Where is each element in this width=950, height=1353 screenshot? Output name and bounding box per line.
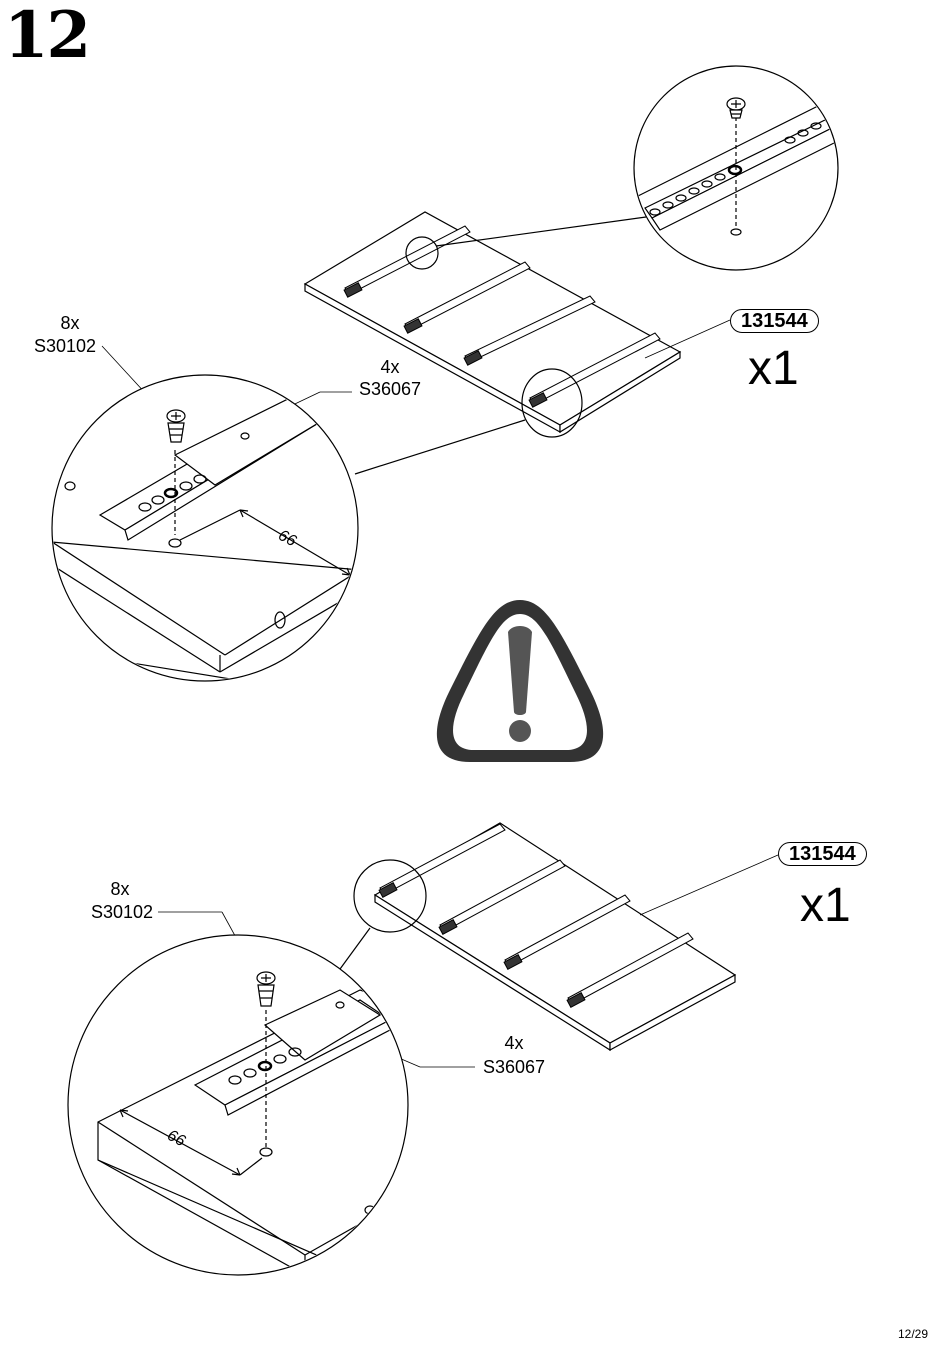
bottom-panel-code-badge: 131544 xyxy=(778,842,867,866)
bottom-slide-qty: 4x xyxy=(504,1033,524,1053)
top-screw-qty: 8x xyxy=(60,313,80,333)
bottom-slide-code: S36067 xyxy=(482,1057,546,1077)
top-screw-code: S30102 xyxy=(33,336,97,356)
step-number: 12 xyxy=(4,0,91,73)
bottom-screw-qty: 8x xyxy=(110,879,130,899)
top-zoom-detail-right xyxy=(633,65,839,271)
top-slide-code: S36067 xyxy=(358,379,422,399)
top-rails xyxy=(343,225,661,408)
bottom-screw-code: S30102 xyxy=(90,902,154,922)
page-number: 12/29 xyxy=(897,1327,928,1341)
bottom-zoom-detail xyxy=(67,934,409,1276)
top-panel-qty: x1 xyxy=(748,342,799,395)
warning-triangle-icon xyxy=(436,600,604,762)
top-panel-code-badge: 131544 xyxy=(730,309,819,333)
bottom-panel-qty: x1 xyxy=(800,879,851,932)
bottom-rails xyxy=(378,823,694,1008)
top-slide-qty: 4x xyxy=(380,357,400,377)
top-zoom-detail-left xyxy=(51,374,359,682)
